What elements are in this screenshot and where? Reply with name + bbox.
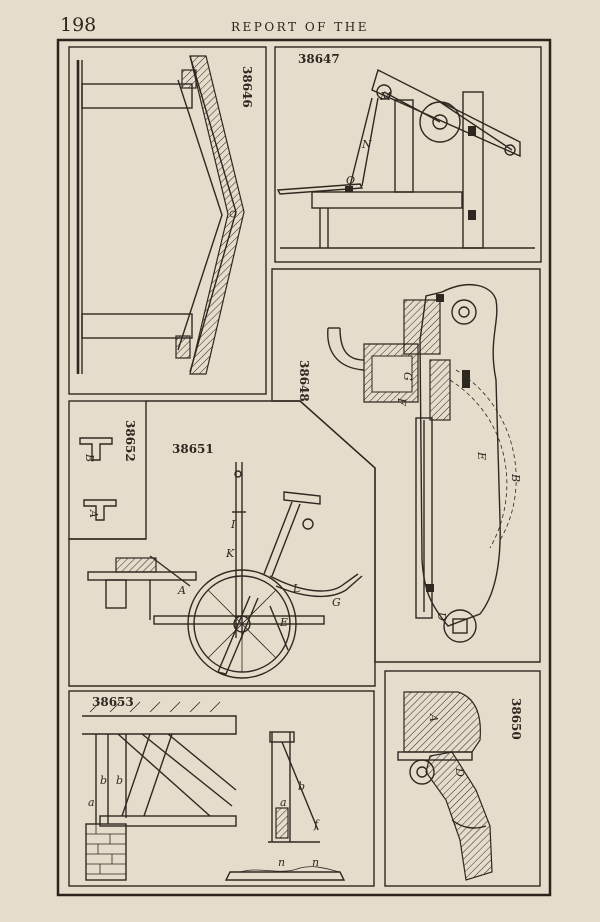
- label-n: n: [278, 856, 285, 869]
- figure-38651-drawing: [87, 462, 363, 679]
- label-b-38653-3: b: [298, 780, 305, 793]
- label-B-38652: B: [83, 453, 96, 462]
- label-B: B: [509, 473, 522, 482]
- label-A-38651: A: [177, 584, 186, 597]
- figure-38648-drawing: [327, 284, 517, 643]
- label-L: L: [292, 582, 300, 595]
- label-D-38650: D: [453, 767, 466, 777]
- label-G: G: [401, 372, 414, 381]
- figure-38650-drawing: [397, 691, 493, 881]
- label-M: M: [379, 90, 392, 103]
- label-F: F: [395, 397, 408, 406]
- figure-38653-drawing: [82, 701, 346, 881]
- figure-38652-drawing: [79, 437, 117, 521]
- label-D: D: [435, 611, 448, 621]
- figure-number-38652: 38652: [123, 420, 137, 462]
- label-a-38653-2: a: [280, 796, 287, 809]
- label-A-38650: A: [427, 713, 440, 722]
- label-a-38653: a: [88, 796, 95, 809]
- page-number: 198: [60, 14, 97, 36]
- figure-38646-drawing: [76, 55, 245, 375]
- label-b-38653: b: [100, 774, 107, 787]
- label-O: O: [346, 174, 355, 187]
- figure-number-38651: 38651: [172, 442, 214, 456]
- panel-borders: [68, 46, 542, 887]
- figure-number-38647: 38647: [298, 52, 340, 66]
- figure-number-38650: 38650: [509, 698, 523, 740]
- label-b-38653-2: b: [116, 774, 123, 787]
- label-f: f: [313, 818, 320, 831]
- figure-number-38648: 38648: [297, 360, 311, 402]
- label-I: I: [230, 518, 236, 531]
- label-E-38651: E: [279, 616, 288, 629]
- running-head: REPORT OF THE: [230, 20, 370, 34]
- label-G-38651: G: [332, 596, 341, 609]
- figure-number-38646: 38646: [240, 66, 254, 108]
- figure-38647-drawing: [276, 68, 535, 249]
- label-A-38652: A: [87, 509, 100, 518]
- label-n-2: n: [312, 856, 319, 869]
- figure-number-38653: 38653: [92, 695, 134, 709]
- plate-outer-frame: [56, 38, 552, 897]
- label-N: N: [361, 138, 372, 151]
- label-E: E: [475, 451, 488, 460]
- label-K: K: [225, 547, 235, 560]
